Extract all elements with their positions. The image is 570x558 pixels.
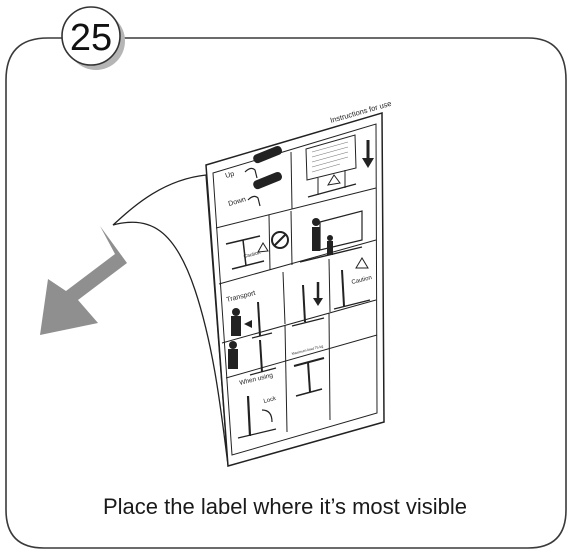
arrow-down-left-icon [40,226,127,335]
step-caption: Place the label where it’s most visible [0,494,570,520]
instruction-label: Instructions for use Up Down [206,99,392,466]
step-number: 25 [70,17,112,59]
step-number-badge: 25 [62,7,125,70]
